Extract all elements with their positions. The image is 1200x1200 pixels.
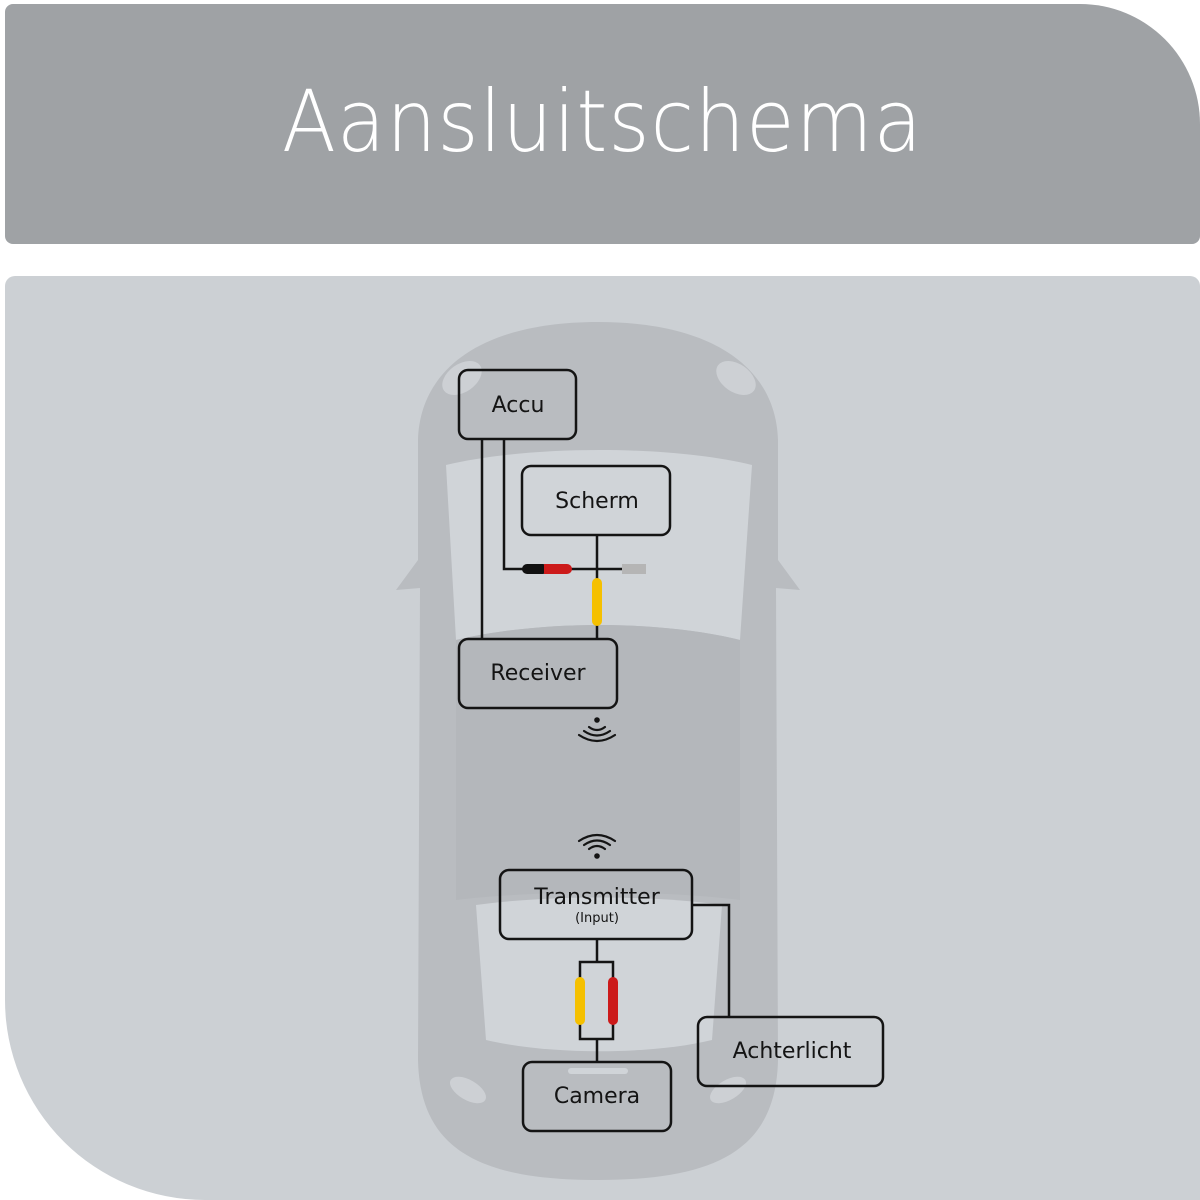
headlight-right bbox=[716, 360, 756, 396]
rear-bumper-strip bbox=[568, 1068, 628, 1074]
connectors bbox=[522, 564, 646, 1025]
wire-split-camera bbox=[578, 1020, 615, 1062]
receiver-box bbox=[457, 637, 619, 710]
accu-label: Accu bbox=[492, 393, 545, 418]
transmitter-label: Transmitter bbox=[533, 885, 660, 910]
transmitter-box bbox=[498, 868, 694, 941]
wire-accu-power bbox=[502, 438, 525, 571]
wifi-transmit-icon bbox=[577, 833, 617, 859]
rca-connector-red bbox=[608, 977, 618, 1025]
taillight-right bbox=[709, 1076, 747, 1104]
wire-transmitter-achterlicht bbox=[692, 903, 731, 1018]
scherm-box bbox=[520, 464, 672, 537]
camera-box bbox=[521, 1060, 673, 1133]
diagram-panel: Accu Scherm Receiver Transmitter (Input)… bbox=[5, 276, 1200, 1200]
scherm-label: Scherm bbox=[555, 489, 639, 514]
rca-connector-yellow bbox=[575, 977, 585, 1025]
component-boxes bbox=[457, 368, 885, 1133]
accu-box bbox=[457, 368, 578, 441]
header-banner: Aansluitschema bbox=[5, 4, 1200, 244]
taillight-left bbox=[449, 1076, 487, 1104]
car-roof bbox=[456, 625, 740, 900]
camera-label: Camera bbox=[554, 1084, 640, 1109]
achterlicht-label: Achterlicht bbox=[733, 1039, 852, 1064]
power-connector-black bbox=[522, 564, 548, 574]
grey-plug bbox=[622, 564, 646, 574]
transmitter-sublabel: (Input) bbox=[575, 911, 619, 926]
achterlicht-box bbox=[696, 1015, 885, 1088]
wiring-diagram: Accu Scherm Receiver Transmitter (Input)… bbox=[396, 322, 885, 1180]
receiver-label: Receiver bbox=[490, 661, 586, 686]
video-connector-yellow bbox=[592, 578, 602, 626]
signal-receive-icon bbox=[577, 717, 617, 743]
power-connector-red-join bbox=[544, 564, 552, 574]
car-rear-window bbox=[476, 897, 722, 1052]
wire-transmitter-split bbox=[578, 940, 615, 980]
page-title: Aansluitschema bbox=[281, 72, 924, 172]
